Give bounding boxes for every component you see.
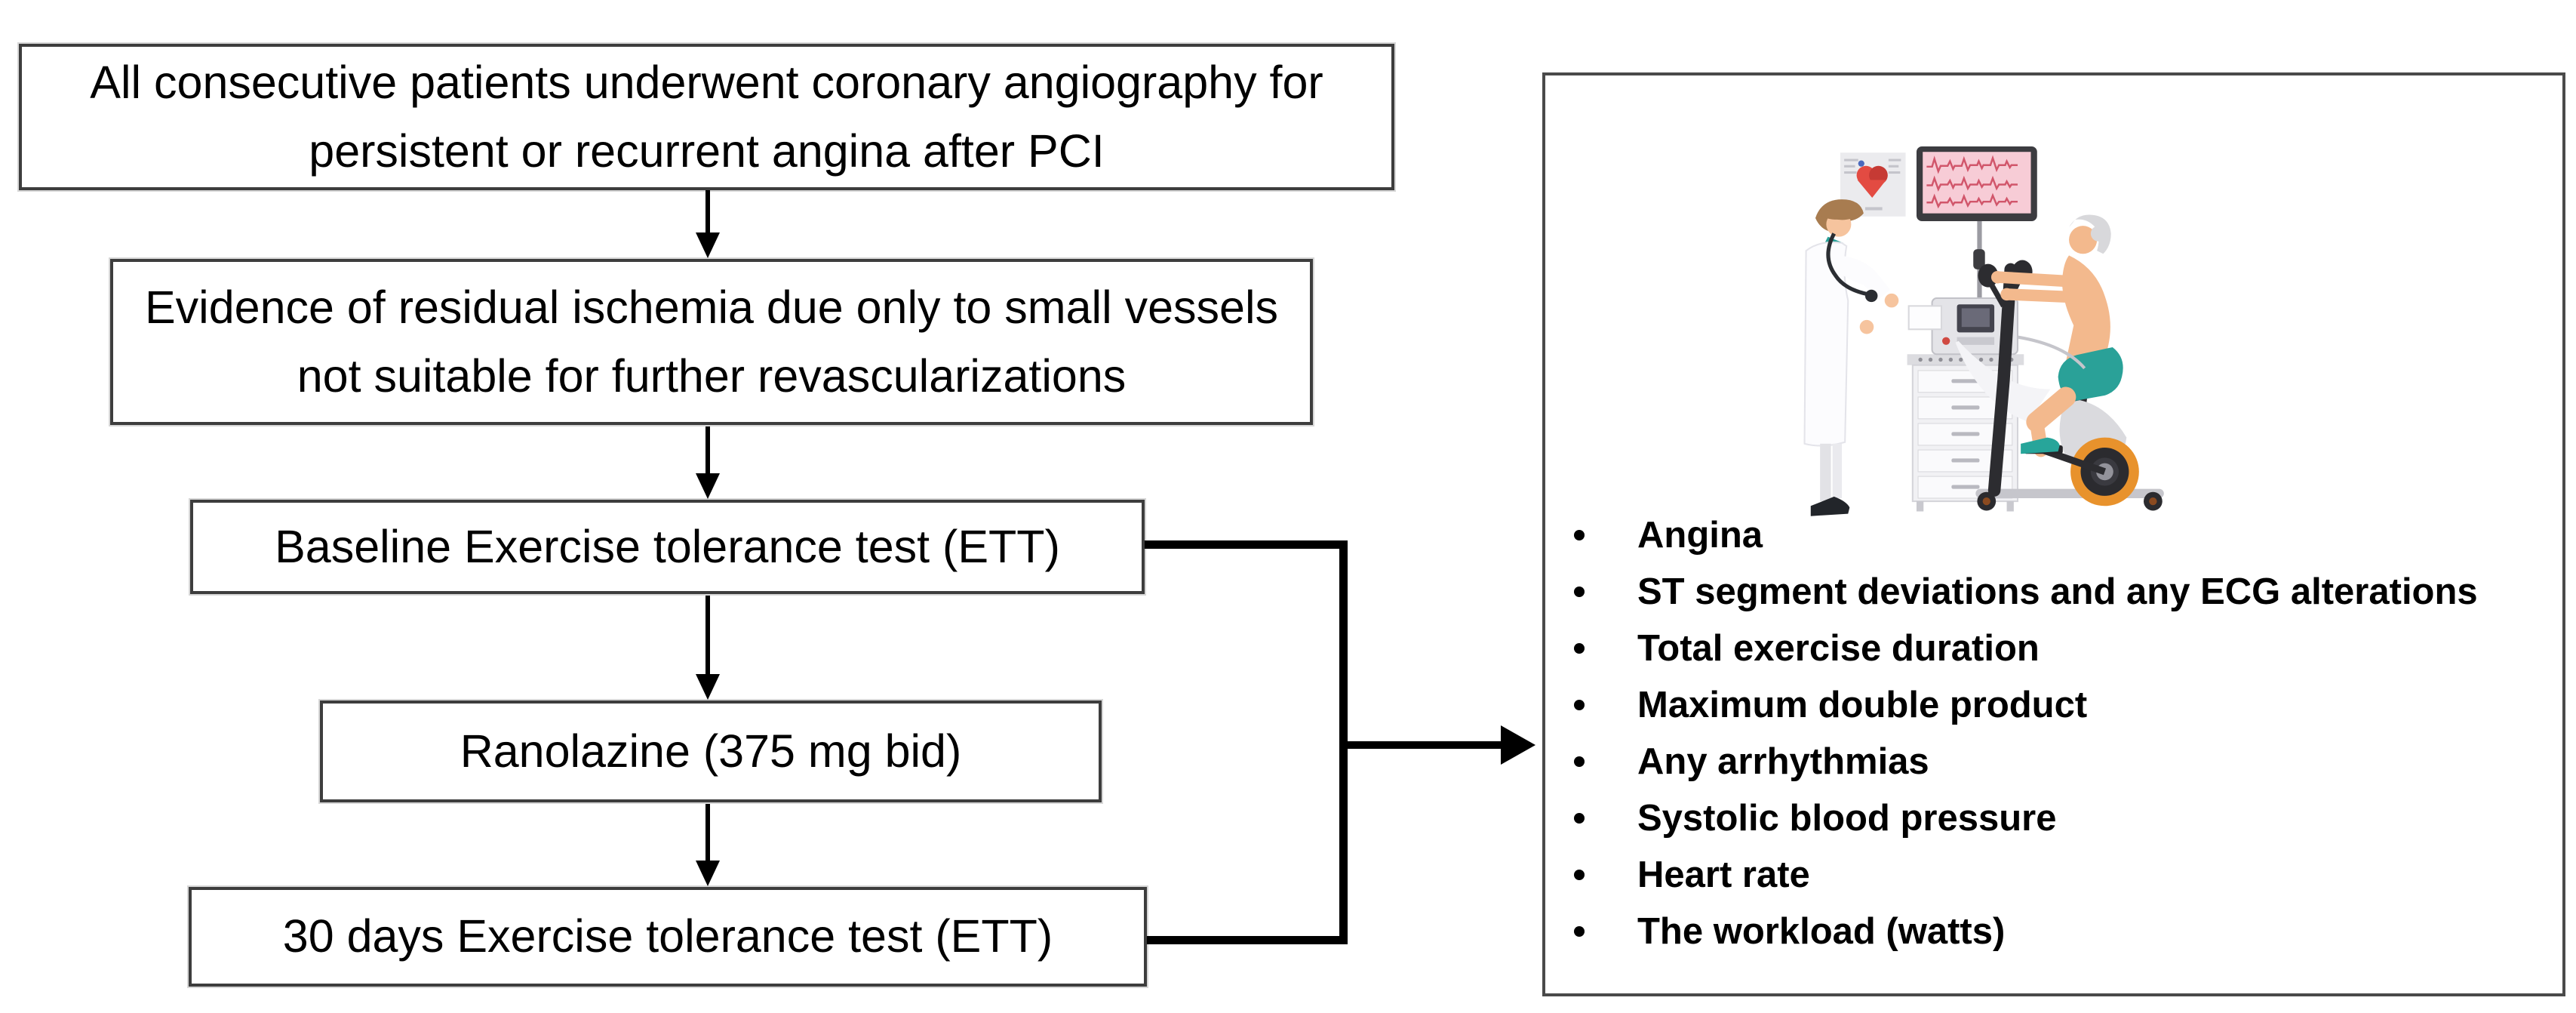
flow-step-ranolazine: Ranolazine (375 mg bid) bbox=[320, 700, 1102, 802]
doctor-figure bbox=[1803, 199, 1899, 516]
outcome-label: The workload (watts) bbox=[1637, 911, 2006, 952]
outcome-label: Angina bbox=[1637, 515, 1763, 556]
bullet-icon bbox=[1574, 756, 1585, 767]
down-arrow-1 bbox=[705, 190, 710, 234]
outcome-item: ST segment deviations and any ECG altera… bbox=[1574, 571, 2478, 612]
bullet-icon bbox=[1574, 530, 1585, 540]
bullet-icon bbox=[1574, 870, 1585, 880]
bullet-icon bbox=[1574, 643, 1585, 654]
outcome-label: ST segment deviations and any ECG altera… bbox=[1637, 571, 2478, 612]
down-arrow-1-head bbox=[696, 232, 720, 258]
ecg-monitor-icon bbox=[1916, 146, 2037, 221]
outcome-item: Any arrhythmias bbox=[1574, 741, 2478, 782]
flow-step-label: All consecutive patients underwent coron… bbox=[90, 56, 1323, 177]
down-arrow-2 bbox=[705, 426, 710, 475]
ecg-cable bbox=[2017, 335, 2086, 370]
outcome-item: Systolic blood pressure bbox=[1574, 798, 2478, 839]
down-arrow-2-head bbox=[696, 473, 720, 499]
outcomes-list: Angina ST segment deviations and any ECG… bbox=[1574, 515, 2478, 969]
outcome-label: Systolic blood pressure bbox=[1637, 798, 2057, 839]
outcome-label: Any arrhythmias bbox=[1637, 741, 1929, 782]
flow-step-30days-ett: 30 days Exercise tolerance test (ETT) bbox=[189, 887, 1147, 987]
flow-step-baseline-ett: Baseline Exercise tolerance test (ETT) bbox=[190, 500, 1145, 594]
bullet-icon bbox=[1574, 700, 1585, 710]
down-arrow-3 bbox=[705, 596, 710, 676]
flow-step-label: Baseline Exercise tolerance test (ETT) bbox=[275, 520, 1060, 572]
connector-baseline-ett bbox=[1145, 540, 1348, 549]
exercise-stress-test-illustration bbox=[1803, 146, 2164, 516]
outcome-label: Total exercise duration bbox=[1637, 628, 2040, 669]
patient-figure bbox=[1990, 214, 2123, 476]
down-arrow-4-head bbox=[696, 861, 720, 886]
branch-arrow-head bbox=[1501, 725, 1535, 765]
outcome-item: Angina bbox=[1574, 515, 2478, 556]
outcome-label: Maximum double product bbox=[1637, 685, 2088, 725]
down-arrow-3-head bbox=[696, 674, 720, 700]
down-arrow-4 bbox=[705, 804, 710, 862]
flow-step-angiography: All consecutive patients underwent coron… bbox=[19, 44, 1394, 190]
bullet-icon bbox=[1574, 813, 1585, 824]
bullet-icon bbox=[1574, 926, 1585, 937]
ecg-machine-icon bbox=[1907, 297, 2019, 356]
outcome-item: Total exercise duration bbox=[1574, 628, 2478, 669]
flow-step-label: Ranolazine (375 mg bid) bbox=[460, 725, 962, 777]
outcome-item: The workload (watts) bbox=[1574, 911, 2478, 952]
flow-step-label: Evidence of residual ischemia due only t… bbox=[144, 281, 1278, 402]
flow-step-label: 30 days Exercise tolerance test (ETT) bbox=[282, 910, 1053, 962]
flow-step-residual-ischemia: Evidence of residual ischemia due only t… bbox=[110, 259, 1313, 425]
outcome-label: Heart rate bbox=[1637, 854, 1810, 895]
branch-arrow-shaft bbox=[1339, 741, 1502, 749]
connector-30days-ett bbox=[1147, 936, 1348, 944]
bullet-icon bbox=[1574, 587, 1585, 597]
outcome-item: Maximum double product bbox=[1574, 685, 2478, 725]
outcome-item: Heart rate bbox=[1574, 854, 2478, 895]
outcomes-panel: Angina ST segment deviations and any ECG… bbox=[1542, 72, 2565, 996]
